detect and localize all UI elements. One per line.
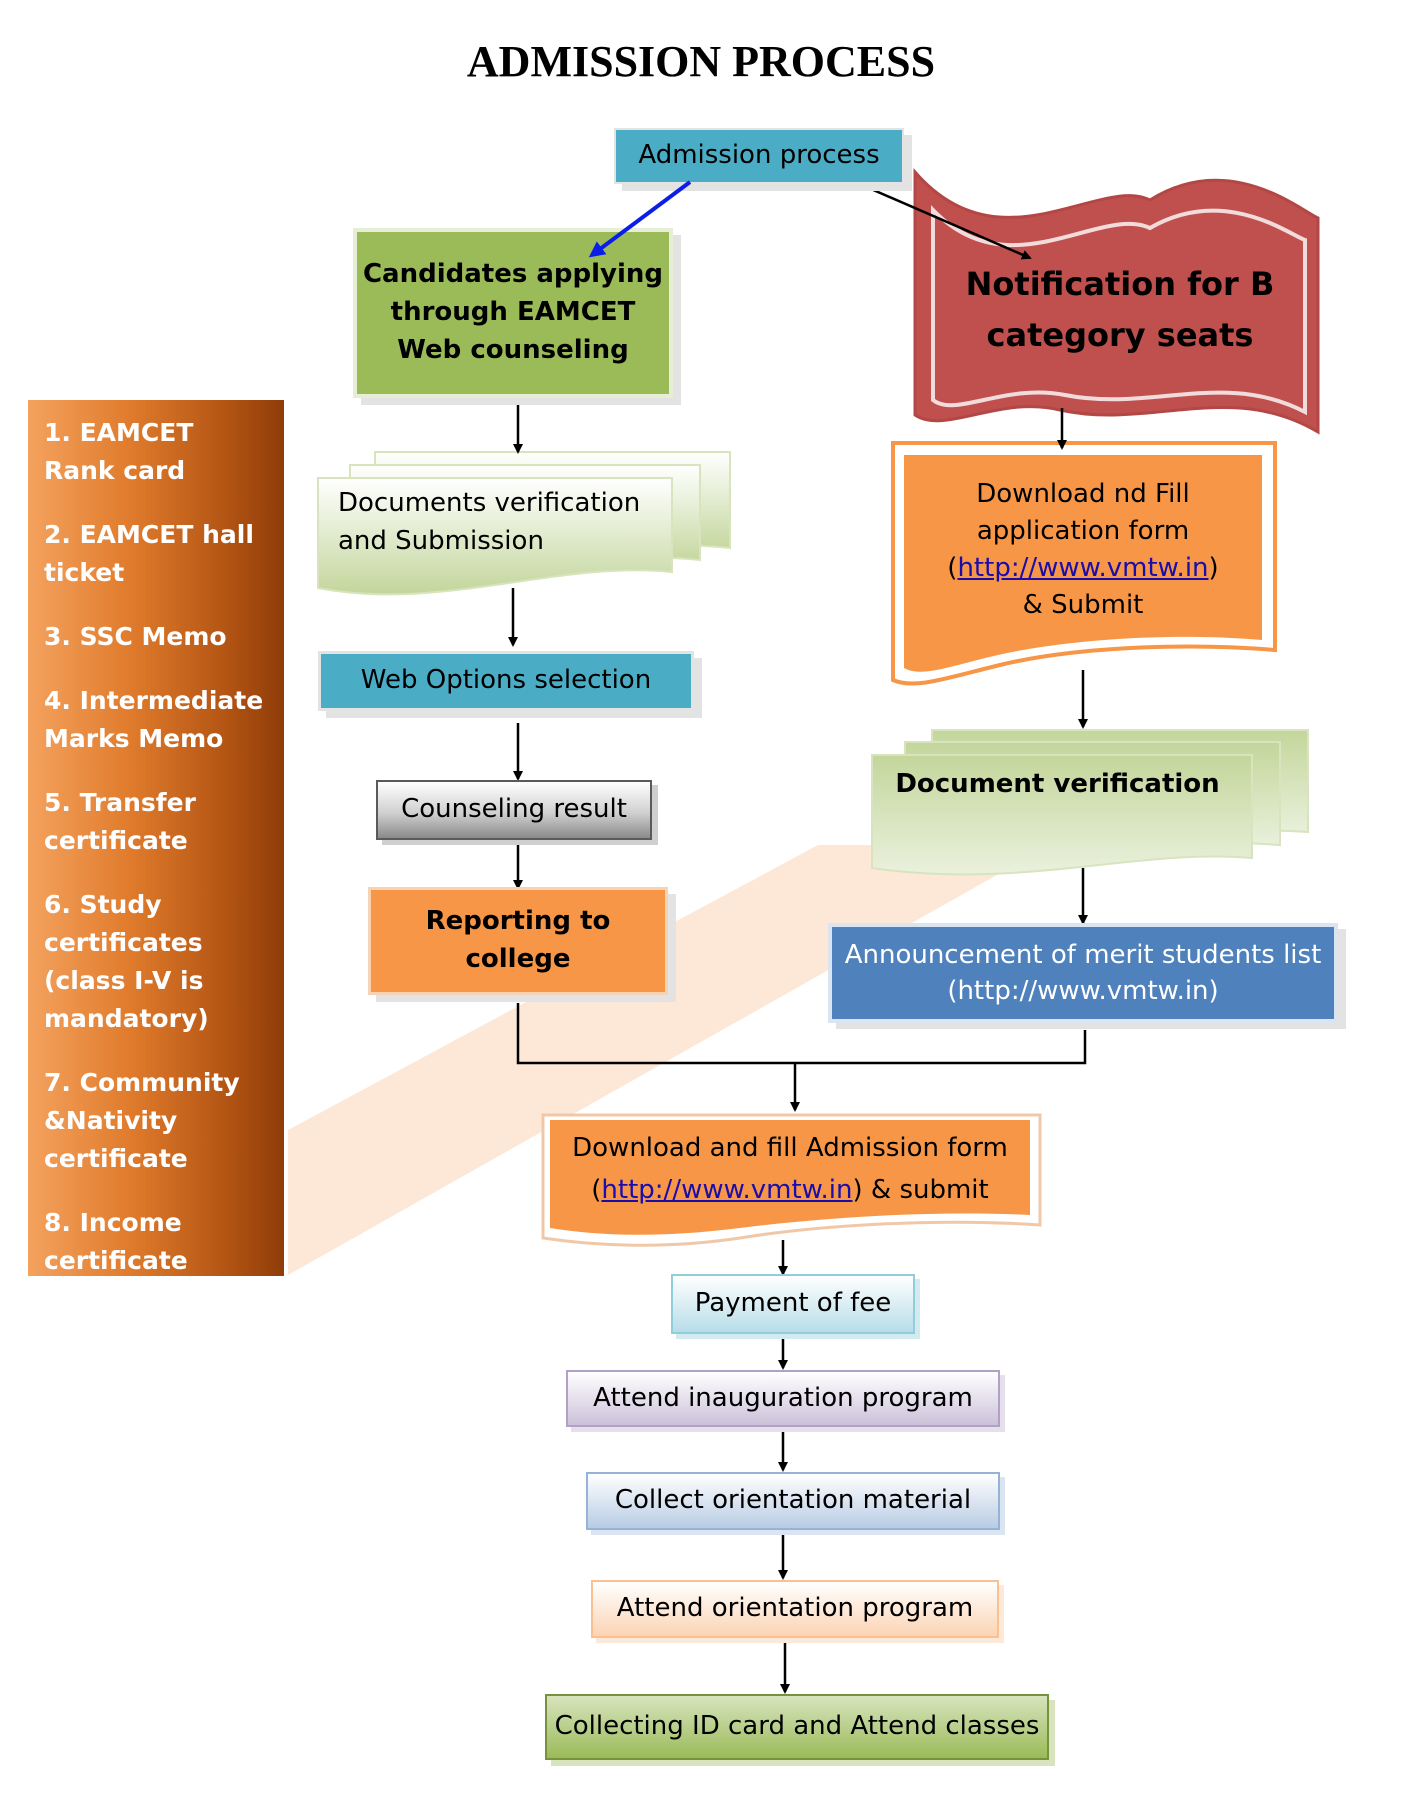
document-verification-b-node: Document verification <box>895 769 1220 800</box>
web-options-node: Web Options selection <box>318 651 694 711</box>
document-item: 7. Community &Nativity certificate <box>44 1068 240 1173</box>
required-documents-list: 1. EAMCET Rank card 2. EAMCET hall ticke… <box>28 400 284 1276</box>
reporting-to-college-node: Reporting to college <box>368 887 668 995</box>
eamcet-counseling-node: Candidates applying through EAMCET Web c… <box>353 228 673 398</box>
payment-of-fee-node: Payment of fee <box>671 1274 915 1334</box>
inauguration-node: Attend inauguration program <box>566 1370 1000 1427</box>
b-category-notification-node: Notification for B category seats <box>965 264 1275 354</box>
merit-list-node: Announcement of merit students list (htt… <box>828 923 1338 1023</box>
document-item: 4. Intermediate Marks Memo <box>44 686 264 753</box>
id-card-node: Collecting ID card and Attend classes <box>545 1694 1049 1760</box>
document-item: 2. EAMCET hall ticket <box>44 520 254 587</box>
website-link[interactable]: http://www.vmtw.in <box>601 1175 853 1205</box>
document-item: 1. EAMCET Rank card <box>44 418 194 485</box>
admission-form-shape <box>550 1120 1030 1235</box>
b-category-banner <box>913 167 1320 435</box>
website-link[interactable]: http://www.vmtw.in <box>957 553 1209 583</box>
documents-verification-node: Documents verification and Submission <box>338 488 641 556</box>
document-item: 6. Study certificates (class I-V is mand… <box>44 890 209 1033</box>
counseling-result-node: Counseling result <box>376 780 652 840</box>
blue-arrow <box>588 180 692 258</box>
document-verification-b-shape <box>871 754 1253 876</box>
node-label: Admission process <box>638 140 880 171</box>
document-item: 3. SSC Memo <box>44 622 227 651</box>
admission-form-node: Download and fill Admission form (http:/… <box>572 1133 1008 1205</box>
documents-verification-shape <box>317 477 673 596</box>
page-title: ADMISSION PROCESS <box>466 37 936 86</box>
admission-process-node: Admission process <box>614 128 904 184</box>
orientation-program-node: Attend orientation program <box>591 1580 999 1638</box>
orientation-material-node: Collect orientation material <box>586 1472 1000 1530</box>
document-item: 5. Transfer certificate <box>44 788 196 855</box>
download-application-node: Download nd Fill application form (http:… <box>947 479 1219 620</box>
download-application-shape <box>904 455 1262 672</box>
document-item: 8. Income certificate <box>44 1208 188 1275</box>
